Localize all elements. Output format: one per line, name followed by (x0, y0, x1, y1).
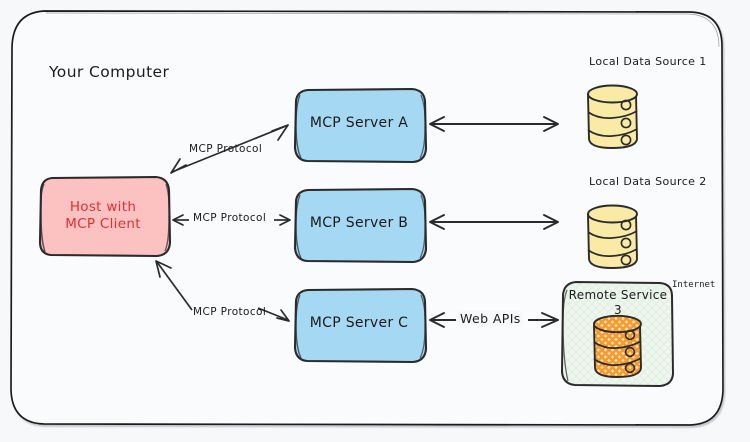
mcp-server-c-node[interactable] (293, 287, 428, 364)
mcp-server-a-node[interactable] (293, 87, 428, 164)
remote-service-3-label: Remote Service 3 (568, 288, 668, 317)
edge-label-mcp-protocol-c: MCP Protocol (193, 306, 267, 318)
local-data-source-1-caption: Local Data Source 1 (589, 55, 707, 68)
your-computer-label: Your Computer (49, 63, 170, 81)
edge-server-c-remote-service (429, 312, 559, 328)
edge-server-b-local-2 (429, 214, 559, 230)
remote-data-cylinder (593, 314, 642, 378)
edge-host-server-b (172, 214, 291, 226)
edge-label-mcp-protocol-a: MCP Protocol (189, 143, 263, 155)
host-node-label: Host with MCP Client (65, 199, 141, 232)
local-data-source-2-cylinder (587, 204, 638, 269)
local-data-source-1-cylinder (587, 84, 638, 149)
edge-label-mcp-protocol-b: MCP Protocol (193, 212, 267, 224)
host-mcp-client-node[interactable] (38, 175, 172, 258)
edge-host-server-c (155, 260, 290, 322)
mcp-server-b-label: MCP Server B (309, 215, 409, 232)
mcp-server-b-node[interactable] (293, 187, 428, 264)
mcp-server-c-label: MCP Server C (309, 315, 409, 332)
edge-label-web-apis: Web APIs (458, 311, 523, 326)
local-data-source-2-caption: Local Data Source 2 (589, 175, 707, 188)
edge-server-a-local-1 (429, 116, 559, 132)
mcp-server-a-label: MCP Server A (309, 115, 409, 132)
internet-badge: Internet (672, 280, 716, 290)
edge-host-server-a (170, 124, 289, 174)
